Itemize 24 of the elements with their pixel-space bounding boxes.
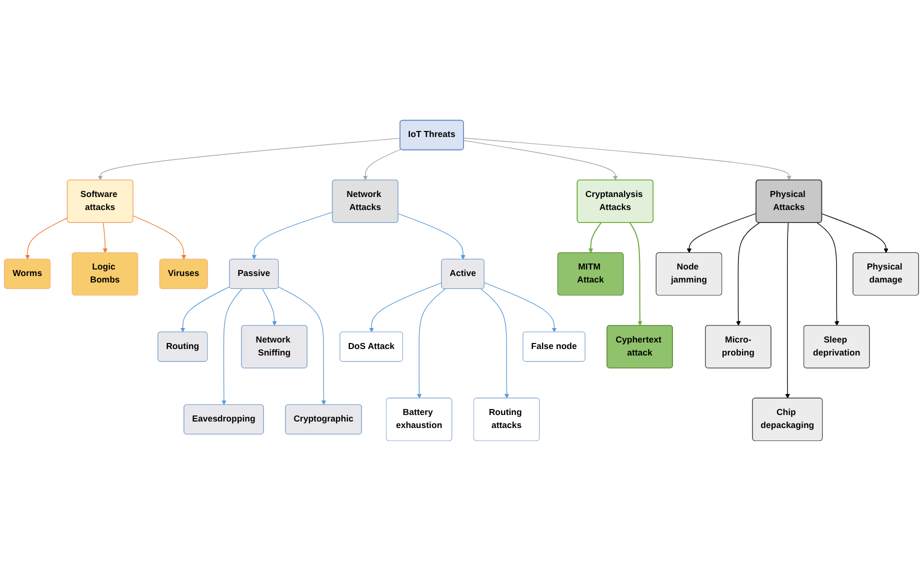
arrow <box>463 138 792 180</box>
arrow <box>736 222 760 326</box>
arrow <box>252 212 333 260</box>
arrow <box>369 282 442 332</box>
arrow <box>180 286 230 332</box>
arrow <box>25 218 68 260</box>
arrow <box>222 288 242 406</box>
arrow <box>463 140 618 180</box>
arrow <box>278 286 326 406</box>
arrow <box>785 222 790 399</box>
arrow <box>132 215 186 260</box>
arrow <box>480 288 510 399</box>
arrow <box>416 288 446 399</box>
arrow <box>102 222 108 254</box>
arrow <box>816 222 840 326</box>
arrow <box>398 213 466 260</box>
arrow <box>98 138 401 180</box>
arrow <box>484 282 557 332</box>
arrow <box>262 288 277 326</box>
arrow <box>588 222 602 254</box>
arrow <box>629 222 642 326</box>
arrow <box>362 148 402 180</box>
arrow <box>686 213 757 254</box>
arrow <box>822 213 888 254</box>
